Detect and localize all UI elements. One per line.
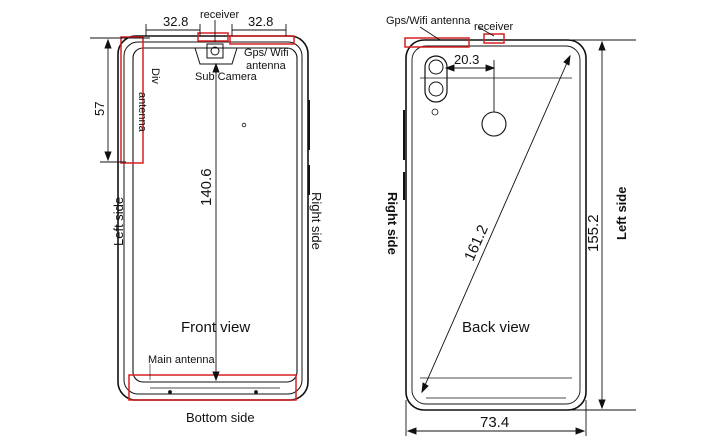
front-main-antenna-label: Main antenna [148,354,216,366]
front-dim-height: 140.6 [198,168,215,206]
back-dim-camera: 20.3 [454,52,479,67]
front-main-antenna-highlight [128,374,297,401]
front-dimension-lines [90,20,287,382]
back-gps-wifi-label: Gps/Wifi antenna [386,15,471,27]
front-phone-outline [117,35,309,401]
back-left-side-label: Left side [614,187,629,240]
front-notch [194,47,238,65]
front-receiver-highlight [197,32,229,42]
front-camera-icon [206,43,224,59]
front-antenna-highlights [120,32,297,401]
front-sub-camera-label: Sub Camera [195,71,258,83]
front-gps-wifi-highlight [229,35,295,45]
front-right-side-label: Right side [309,192,324,250]
front-phone-inner-outline [123,41,303,395]
back-dual-camera-module [424,55,448,103]
back-dimension-lines [405,26,636,436]
back-dim-height: 155.2 [585,214,602,252]
back-receiver-label: receiver [474,21,513,33]
front-view-drawing [117,35,310,401]
front-gps-wifi-label-1: Gps/ Wifi [244,47,289,59]
back-dim-width: 73.4 [480,414,509,431]
front-camera-lens-icon [210,46,220,56]
back-fingerprint-sensor-icon [481,111,507,137]
back-camera-lens-2-icon [428,81,444,97]
front-screen-outline [132,47,298,383]
back-flash-icon [431,108,439,116]
back-view-drawing [403,39,587,411]
front-receiver-label: receiver [200,9,239,21]
front-view-label: Front view [181,319,250,336]
front-dim-57: 57 [92,102,107,116]
front-bottom-side-label: Bottom side [186,410,255,425]
front-dim-top-right: 32.8 [248,14,273,29]
back-view-label: Back view [462,319,530,336]
back-right-side-label: Right side [385,192,400,255]
front-gps-wifi-label-2: antenna [246,60,287,72]
front-div-antenna-label-2: antenna [136,92,148,133]
front-div-antenna-label-1: Div [149,68,161,84]
front-div-antenna-highlight [120,36,144,164]
back-phone-inner-outline [411,45,581,405]
front-dim-top-left: 32.8 [163,14,188,29]
back-camera-lens-1-icon [428,59,444,75]
back-phone-outline [405,39,587,411]
front-left-side-label: Left side [111,197,126,246]
back-receiver-highlight [483,33,505,44]
